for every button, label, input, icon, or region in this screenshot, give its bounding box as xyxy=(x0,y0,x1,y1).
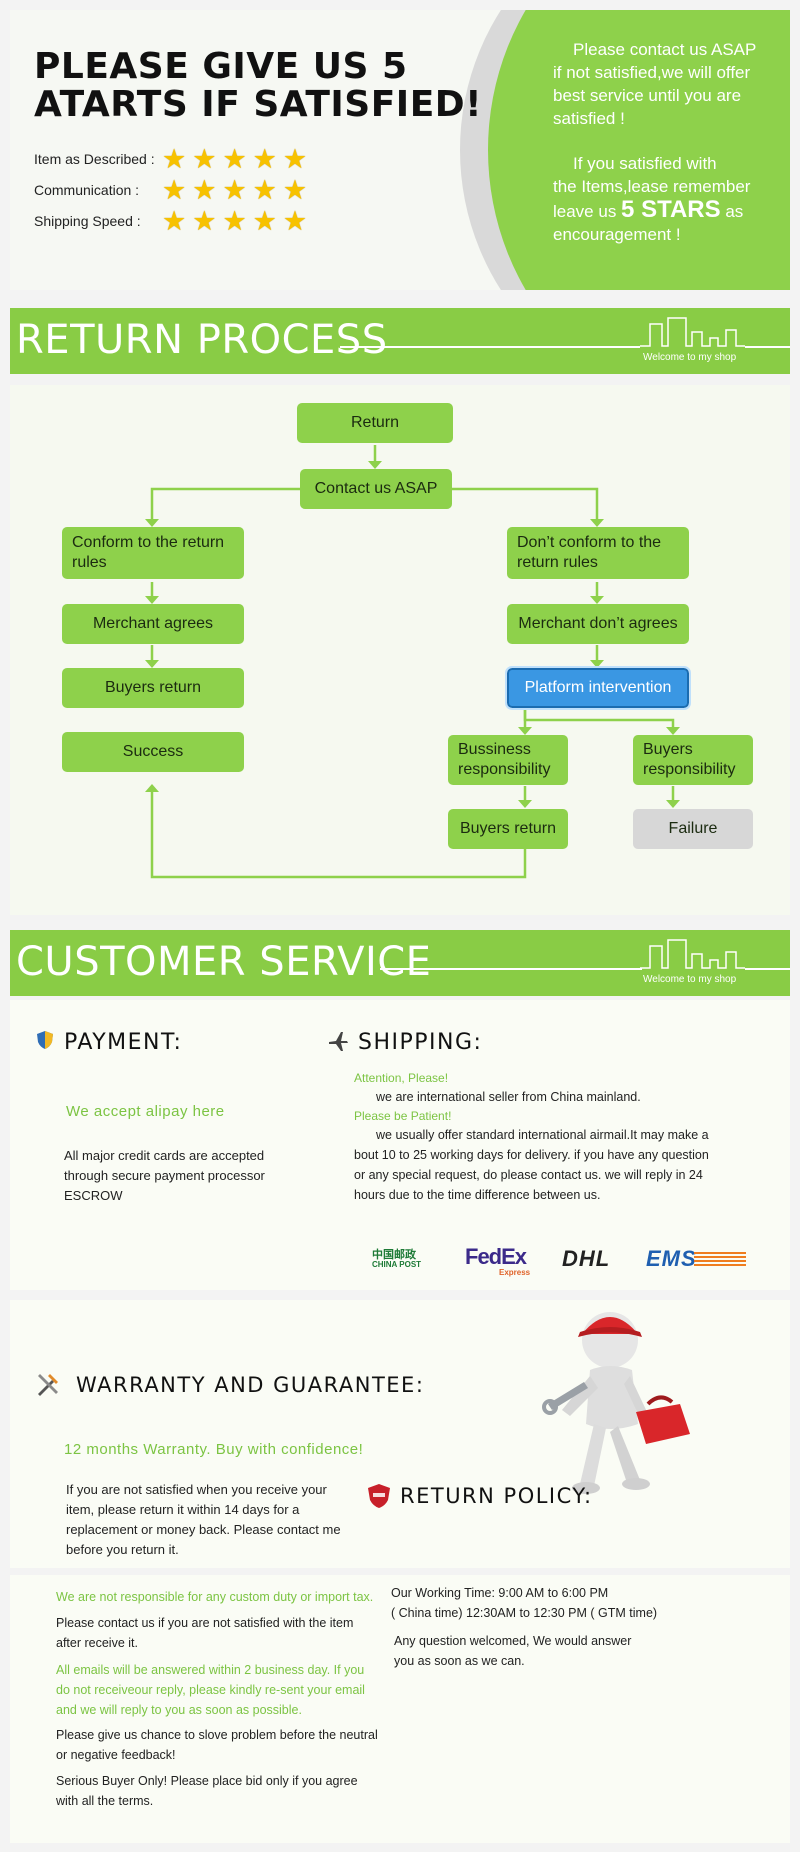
star-icon: ★ xyxy=(252,144,277,174)
star-rating[interactable]: ★★★★★ xyxy=(162,145,307,173)
flow-node-contact: Contact us ASAP xyxy=(300,469,452,509)
flow-node-not-conform: Don’t conform to the return rules xyxy=(507,527,689,579)
working-hours-text: Our Working Time: 9:00 AM to 6:00 PM ( C… xyxy=(391,1586,658,1620)
flow-node-buyers-return: Buyers return xyxy=(62,668,244,708)
customer-service-header: CUSTOMER SERVICE Welcome to my shop xyxy=(10,930,790,996)
star-icon: ★ xyxy=(192,175,217,205)
rating-row-shipping: Shipping Speed : ★★★★★ xyxy=(34,206,308,236)
flow-node-merchant-dont: Merchant don’t agrees xyxy=(507,604,689,644)
star-icon: ★ xyxy=(282,175,308,205)
star-icon: ★ xyxy=(162,144,187,174)
feedback-policy-text: Please give us chance to slove problem b… xyxy=(56,1728,378,1762)
star-icon: ★ xyxy=(192,206,217,236)
warranty-panel: WARRANTY AND GUARANTEE: 12 months Warran… xyxy=(10,1300,790,1568)
shipping-heading: SHIPPING: xyxy=(358,1030,483,1055)
return-policy-heading: RETURN POLICY: xyxy=(400,1484,593,1508)
flow-node-business-resp: Bussiness responsibility xyxy=(448,735,568,785)
contact-message: Please contact us ASAP if not satisfied,… xyxy=(553,40,757,128)
skyline-icon xyxy=(640,317,745,347)
rating-row-item: Item as Described : ★★★★★ xyxy=(34,144,308,174)
stars-message: If you satisfied with the Items,lease re… xyxy=(553,154,751,244)
star-icon: ★ xyxy=(162,206,187,236)
attention-text: Attention, Please! xyxy=(354,1071,449,1085)
welcome-text: Welcome to my shop xyxy=(643,974,737,985)
star-icon: ★ xyxy=(252,175,277,205)
star-icon: ★ xyxy=(222,144,247,174)
china-post-logo: 中国邮政 CHINA POST xyxy=(372,1249,422,1270)
welcome-text: Welcome to my shop xyxy=(643,352,737,363)
flow-node-merchant-agrees: Merchant agrees xyxy=(62,604,244,644)
warranty-green-text: 12 months Warranty. Buy with confidence! xyxy=(64,1441,364,1458)
return-flowchart: Return Contact us ASAP Conform to the re… xyxy=(10,385,790,915)
star-rating[interactable]: ★★★★★ xyxy=(162,176,307,204)
star-icon: ★ xyxy=(282,144,308,174)
flow-connectors xyxy=(145,445,680,879)
star-rating[interactable]: ★★★★★ xyxy=(162,207,307,235)
rating-row-communication: Communication : ★★★★★ xyxy=(34,175,308,205)
flow-node-platform: Platform intervention xyxy=(505,666,691,710)
divider xyxy=(340,346,640,348)
shipping-text: we usually offer standard international … xyxy=(354,1128,709,1202)
contact-policy-text: Please contact us if you are not satisfi… xyxy=(56,1616,354,1650)
return-policy-panel: We are not responsible for any custom du… xyxy=(10,1575,790,1843)
divider xyxy=(745,346,790,348)
return-process-header: RETURN PROCESS Welcome to my shop xyxy=(10,308,790,374)
serious-buyer-text: Serious Buyer Only! Please place bid onl… xyxy=(56,1774,358,1808)
alipay-text: We accept alipay here xyxy=(66,1103,225,1120)
star-icon: ★ xyxy=(192,144,217,174)
worker-figure-image xyxy=(542,1312,690,1494)
customer-service-panel: PAYMENT: We accept alipay here All major… xyxy=(10,1000,790,1290)
skyline-icon xyxy=(640,939,745,969)
payment-text: All major credit cards are accepted thro… xyxy=(64,1148,265,1203)
section-title: CUSTOMER SERVICE xyxy=(16,939,432,985)
custom-duty-text: We are not responsible for any custom du… xyxy=(56,1590,374,1604)
star-icon: ★ xyxy=(252,206,277,236)
section-title: RETURN PROCESS xyxy=(16,317,388,363)
star-icon: ★ xyxy=(162,175,187,205)
badge-icon xyxy=(368,1484,390,1508)
patient-text: Please be Patient! xyxy=(354,1109,452,1123)
flow-node-buyers-resp: Buyers responsibility xyxy=(633,735,753,785)
rating-title: PLEASE GIVE US 5 ATARTS IF SATISFIED! xyxy=(34,46,483,125)
divider xyxy=(380,968,642,970)
divider xyxy=(745,968,790,970)
seller-location-text: we are international seller from China m… xyxy=(376,1090,641,1104)
airplane-icon xyxy=(329,1032,348,1051)
warranty-text: If you are not satisfied when you receiv… xyxy=(66,1482,341,1557)
rating-panel: PLEASE GIVE US 5 ATARTS IF SATISFIED! It… xyxy=(10,10,790,290)
fedex-logo: FedEx Express xyxy=(465,1244,531,1277)
payment-heading: PAYMENT: xyxy=(64,1030,183,1055)
flow-node-failure: Failure xyxy=(633,809,753,849)
dhl-logo: DHL xyxy=(562,1246,611,1271)
warranty-heading: WARRANTY AND GUARANTEE: xyxy=(76,1373,425,1397)
welcome-questions-text: Any question welcomed, We would answer y… xyxy=(394,1634,632,1668)
flow-node-return: Return xyxy=(297,403,453,443)
star-icon: ★ xyxy=(282,206,308,236)
flow-node-conform: Conform to the return rules xyxy=(62,527,244,579)
email-policy-text: All emails will be answered within 2 bus… xyxy=(56,1663,365,1717)
ems-logo: EMS xyxy=(646,1246,697,1271)
flow-node-buyers-return-right: Buyers return xyxy=(448,809,568,849)
tools-icon xyxy=(38,1374,58,1396)
star-icon: ★ xyxy=(222,206,247,236)
ems-stripes xyxy=(694,1252,746,1266)
star-icon: ★ xyxy=(222,175,247,205)
shield-icon xyxy=(37,1031,53,1049)
message-panel xyxy=(488,10,790,290)
flow-node-success: Success xyxy=(62,732,244,772)
